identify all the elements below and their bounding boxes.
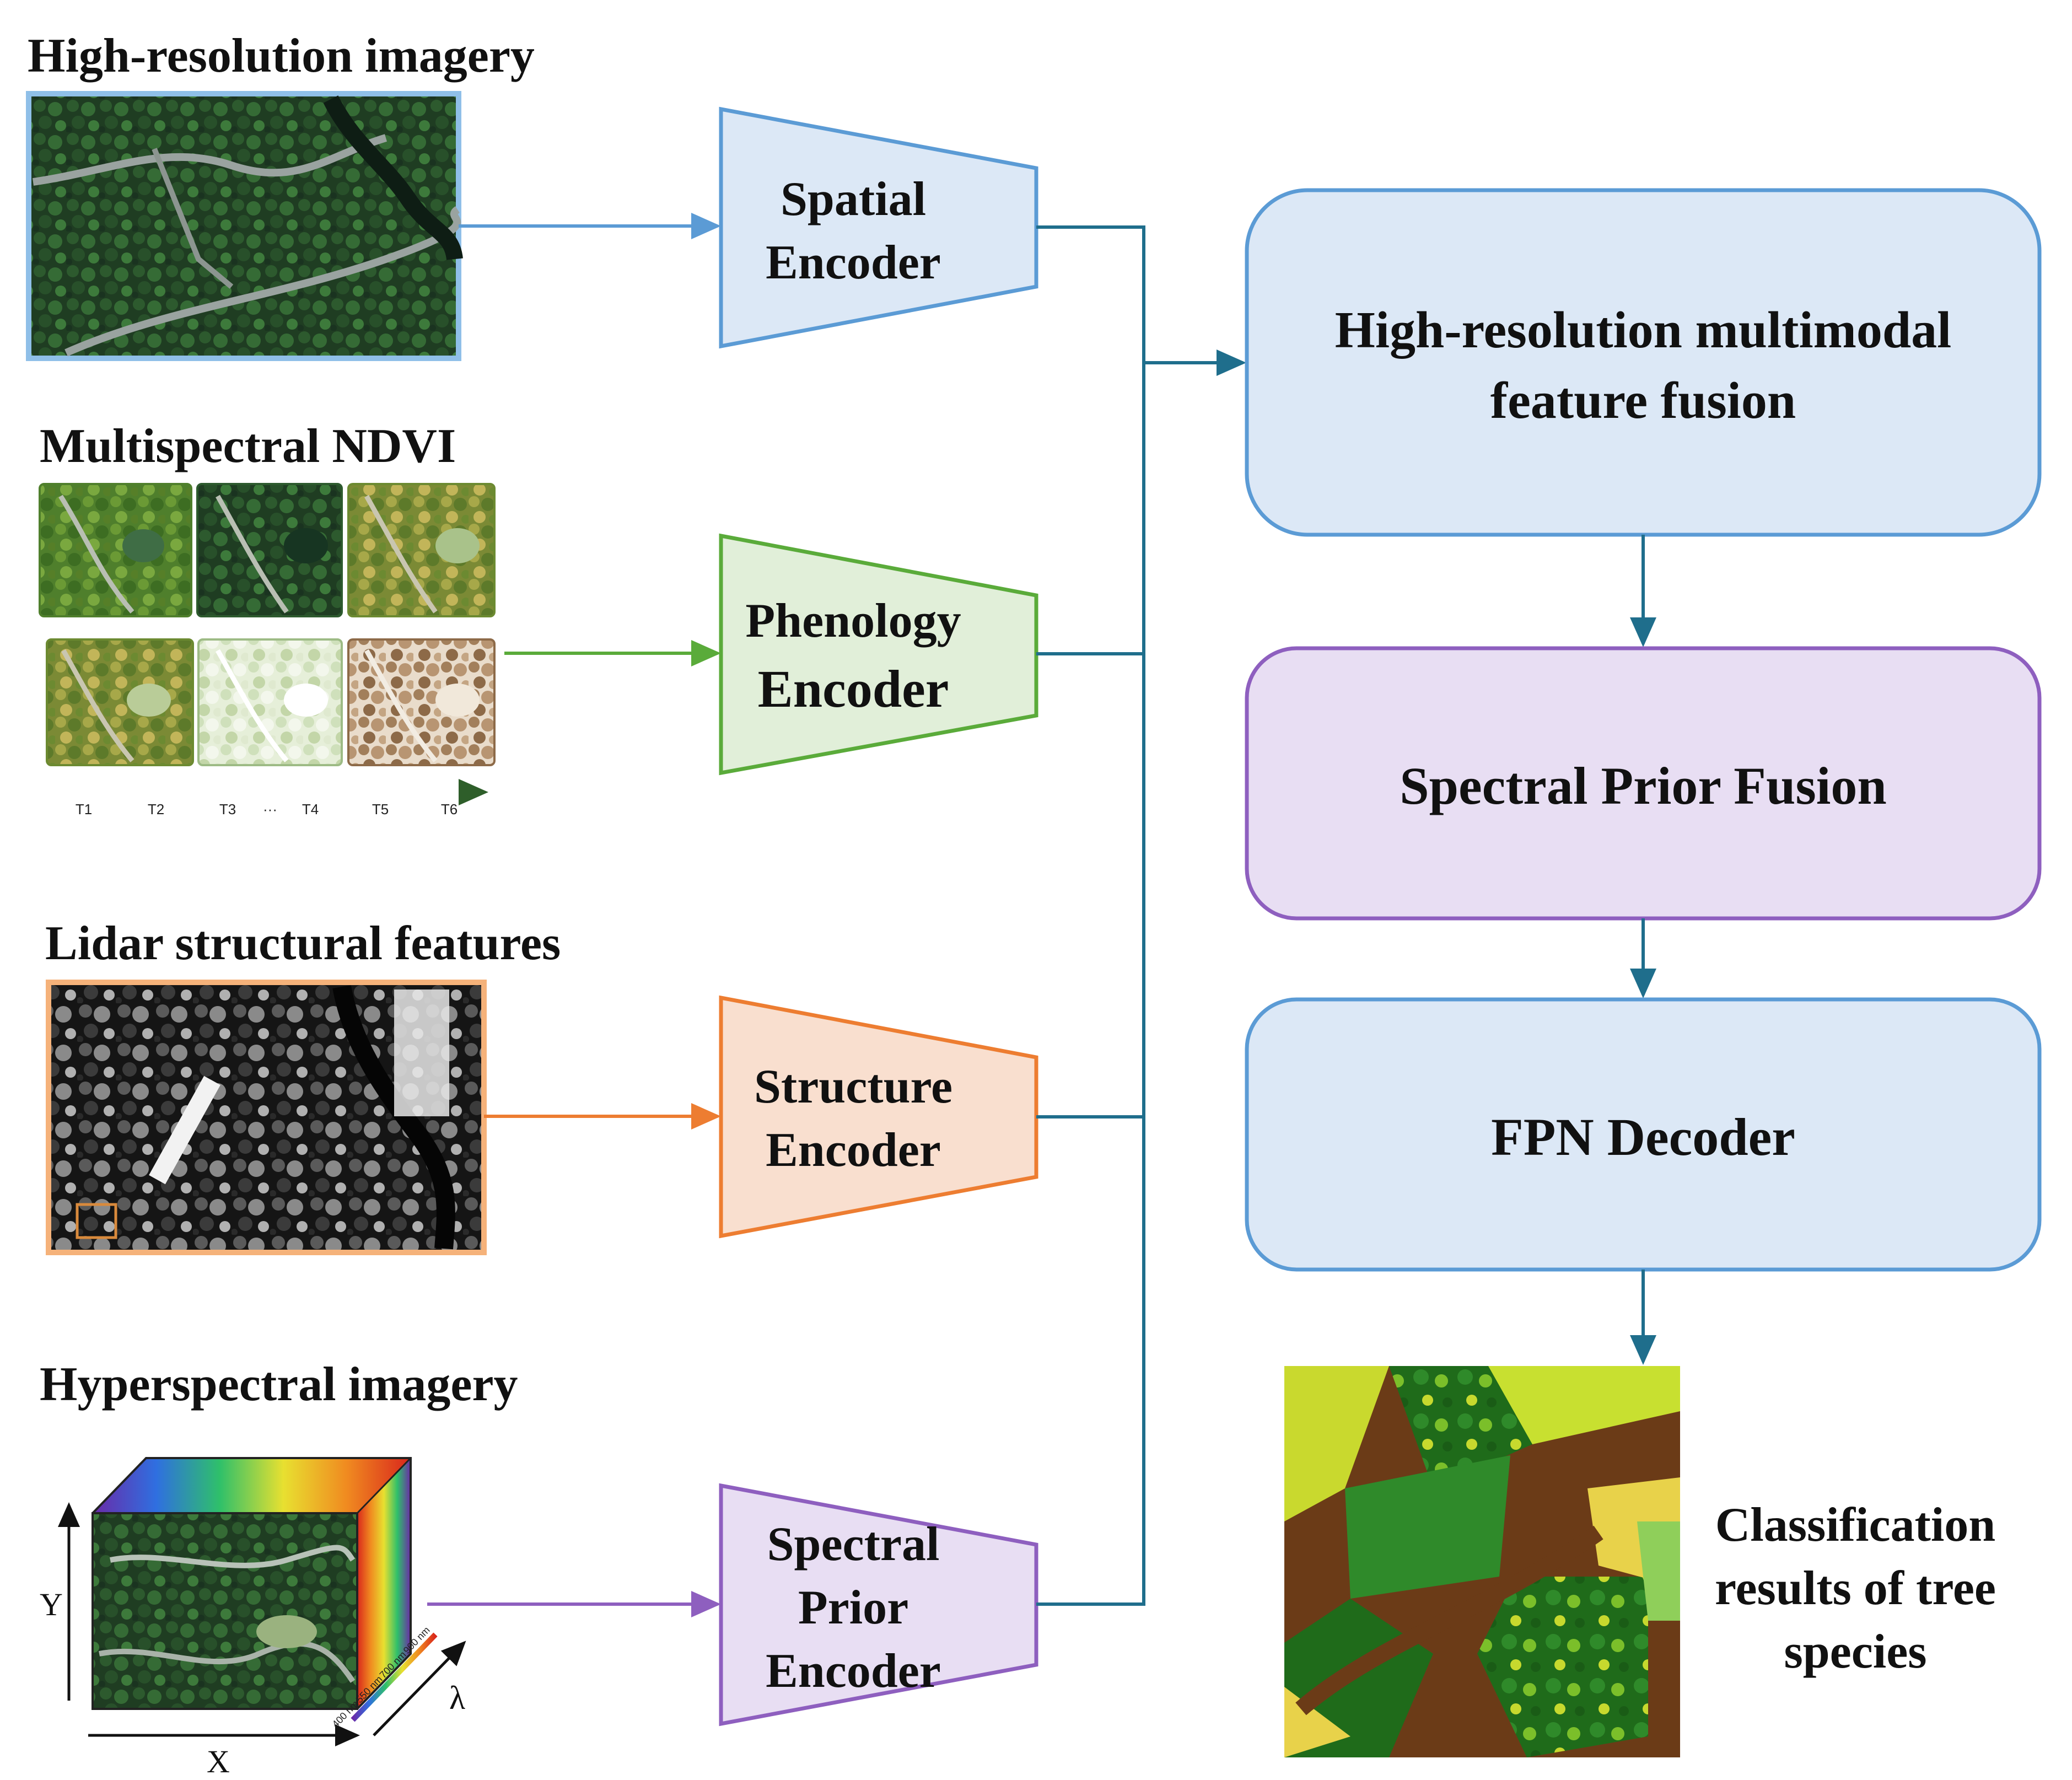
spatial-encoder-line2: Encoder (766, 236, 941, 289)
fusion-line1: High-resolution multimodal (1335, 302, 1952, 359)
spatial-encoder: Spatial Encoder (719, 106, 1038, 349)
time-label-t6: T6 (441, 801, 458, 818)
lidar-thumbnail (46, 980, 487, 1255)
hr-imagery-title: High-resolution imagery (28, 29, 535, 83)
ndvi-frame-t4 (46, 638, 194, 766)
axis-lambda-label: λ (449, 1680, 465, 1716)
phenology-encoder-line1: Phenology (745, 594, 961, 648)
ndvi-timeline: T1 T2 T3 ··· T4 T5 T6 (50, 779, 488, 818)
hsi-cube (92, 1457, 412, 1710)
classification-map (1284, 1366, 1680, 1757)
ndvi-frame-t3 (347, 483, 496, 617)
spectral-prior-fusion-block: Spectral Prior Fusion (1245, 646, 2042, 921)
result-caption-line2: results of tree (1715, 1562, 1996, 1615)
ndvi-title: Multispectral NDVI (40, 420, 456, 473)
axis-x-label: X (207, 1744, 230, 1779)
result-caption-line3: species (1784, 1625, 1926, 1679)
fusion-line2: feature fusion (1490, 372, 1796, 429)
hsi-title: Hyperspectral imagery (40, 1358, 518, 1411)
spectral-prior-encoder: Spectral Prior Encoder (719, 1483, 1038, 1727)
structure-encoder-line2: Encoder (766, 1123, 941, 1177)
spectral-fusion-label: Spectral Prior Fusion (1400, 756, 1887, 815)
multimodal-fusion-block: High-resolution multimodal feature fusio… (1245, 188, 2042, 537)
phenology-encoder-line2: Encoder (758, 659, 949, 718)
spatial-encoder-line1: Spatial (781, 173, 926, 226)
decoder-label: FPN Decoder (1491, 1107, 1795, 1166)
hr-imagery-thumbnail (26, 91, 463, 361)
time-label-t5: T5 (372, 801, 389, 818)
spectral-encoder-line3: Encoder (766, 1644, 941, 1698)
ndvi-time-series (39, 483, 496, 766)
time-label-t4: T4 (302, 801, 319, 818)
time-label-t2: T2 (148, 801, 164, 818)
spectral-encoder-line2: Prior (798, 1581, 908, 1634)
ndvi-frame-t5 (197, 638, 343, 766)
phenology-encoder: Phenology Encoder (719, 533, 1038, 776)
spectral-encoder-line1: Spectral (767, 1518, 940, 1571)
ndvi-frame-t2 (196, 483, 343, 617)
result-caption-line1: Classification (1715, 1498, 1995, 1552)
encoder-bus-connectors (1036, 225, 1145, 1606)
time-label-ellipsis: ··· (263, 801, 277, 818)
time-label-t1: T1 (76, 801, 92, 818)
ndvi-frame-t1 (39, 483, 192, 617)
ndvi-frame-t6 (347, 638, 496, 766)
structure-encoder: Structure Encoder (719, 995, 1038, 1239)
time-label-t3: T3 (219, 801, 236, 818)
result-caption: Classification results of tree species (1715, 1498, 1996, 1679)
fpn-decoder-block: FPN Decoder (1245, 997, 2042, 1272)
lidar-title: Lidar structural features (45, 917, 561, 970)
structure-encoder-line1: Structure (754, 1060, 952, 1114)
axis-y-label: Y (40, 1587, 63, 1622)
